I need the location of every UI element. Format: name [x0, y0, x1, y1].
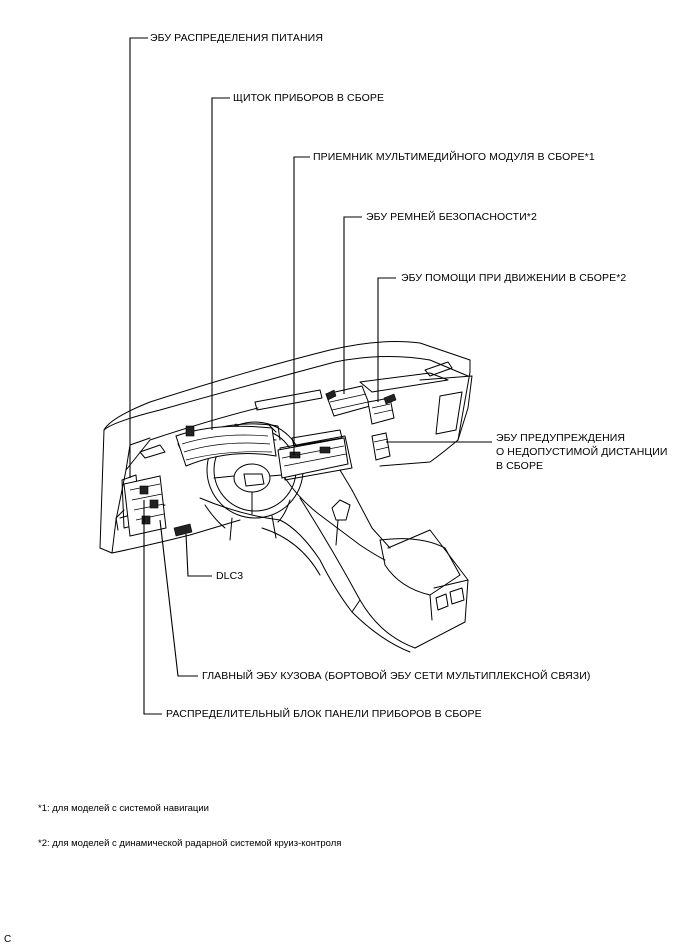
combination-meter-component: [175, 425, 277, 467]
label-distance-warning-ecu-line3: В СБОРЕ: [496, 460, 544, 472]
label-instrument-panel-junction-block: РАСПРЕДЕЛИТЕЛЬНЫЙ БЛОК ПАНЕЛИ ПРИБОРОВ В…: [166, 708, 482, 720]
leader-lines: [129, 37, 492, 715]
driving-support-ecu-component: [367, 393, 397, 425]
dlc3-component: [173, 523, 193, 537]
footnote-1: *1: для моделей с системой навигации: [38, 803, 209, 814]
multimedia-receiver-component: [277, 437, 349, 479]
distance-warning-ecu-component: [371, 432, 391, 461]
label-distance-warning-ecu-line2: О НЕДОПУСТИМОЙ ДИСТАНЦИИ: [496, 446, 668, 458]
label-multimedia-receiver: ПРИЕМНИК МУЛЬТИМЕДИЙНОГО МОДУЛЯ В СБОРЕ*…: [313, 151, 595, 163]
label-driving-support-ecu: ЭБУ ПОМОЩИ ПРИ ДВИЖЕНИИ В СБОРЕ*2: [401, 272, 627, 284]
label-combination-meter: ЩИТОК ПРИБОРОВ В СБОРЕ: [233, 92, 385, 104]
label-dlc3: DLC3: [216, 570, 244, 582]
label-power-distribution-ecu: ЭБУ РАСПРЕДЕЛЕНИЯ ПИТАНИЯ: [150, 32, 324, 44]
footnote-2: *2: для моделей с динамической радарной …: [38, 838, 342, 849]
label-seatbelt-ecu: ЭБУ РЕМНЕЙ БЕЗОПАСНОСТИ*2: [366, 211, 537, 223]
junction-block-component: [123, 475, 167, 537]
corner-mark: C: [4, 934, 12, 945]
seatbelt-ecu-component: [325, 385, 371, 417]
label-distance-warning-ecu-line1: ЭБУ ПРЕДУПРЕЖДЕНИЯ: [496, 432, 626, 444]
label-main-body-ecu: ГЛАВНЫЙ ЭБУ КУЗОВА (БОРТОВОЙ ЭБУ СЕТИ МУ…: [202, 670, 591, 682]
